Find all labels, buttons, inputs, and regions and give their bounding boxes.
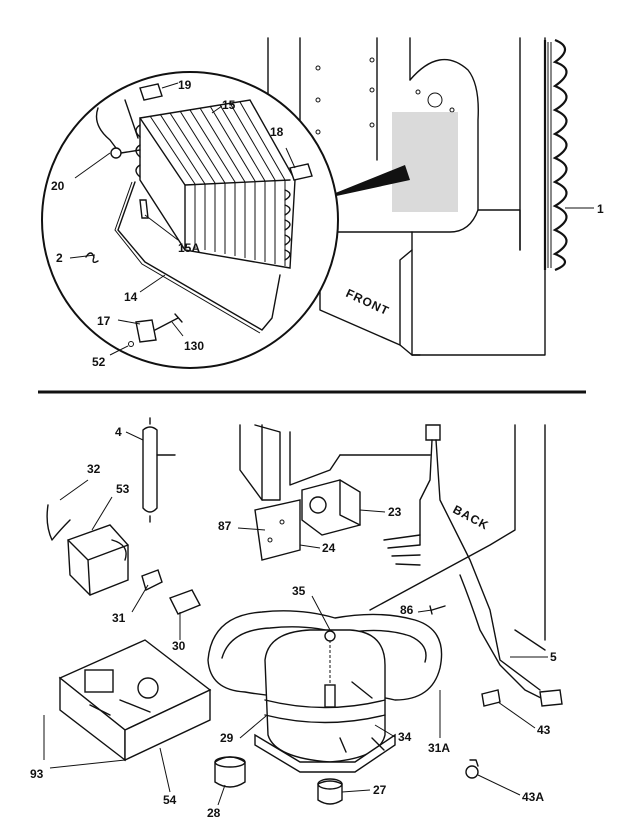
label-32: 32 xyxy=(87,462,101,476)
bracket-24 xyxy=(254,499,301,561)
label-28: 28 xyxy=(207,806,221,820)
label-27: 27 xyxy=(373,783,387,797)
label-15a: 15A xyxy=(178,241,200,255)
clip-31 xyxy=(141,569,163,592)
label-2: 2 xyxy=(56,251,63,265)
condenser-coil xyxy=(543,38,568,272)
label-23: 23 xyxy=(388,505,402,519)
evaporator-cover-19 xyxy=(139,83,163,101)
label-53: 53 xyxy=(116,482,130,496)
label-34: 34 xyxy=(398,730,412,744)
label-43: 43 xyxy=(537,723,551,737)
label-24: 24 xyxy=(322,541,336,555)
evaporator-coil xyxy=(135,99,296,269)
screw-130 xyxy=(154,313,183,331)
label-35: 35 xyxy=(292,584,306,598)
filter-drier-4 xyxy=(142,417,176,523)
sensor-20 xyxy=(95,99,141,159)
compressor-29 xyxy=(254,629,396,773)
control-box-54 xyxy=(58,639,212,762)
grommet-28 xyxy=(214,756,246,788)
label-4: 4 xyxy=(115,425,122,439)
wire-harness xyxy=(383,424,541,691)
plug xyxy=(539,689,563,707)
clip-43 xyxy=(481,689,501,707)
label-87: 87 xyxy=(218,519,232,533)
label-54: 54 xyxy=(163,793,177,807)
cord-clamp-43a xyxy=(465,759,479,779)
relay-53 xyxy=(67,524,129,596)
label-30: 30 xyxy=(172,639,186,653)
back-text: BACK xyxy=(451,502,492,533)
washer-52 xyxy=(128,341,134,347)
label-1: 1 xyxy=(597,202,604,216)
label-52: 52 xyxy=(92,355,106,369)
label-31: 31 xyxy=(112,611,126,625)
label-31a: 31A xyxy=(428,741,450,755)
label-43a: 43A xyxy=(522,790,544,804)
label-86: 86 xyxy=(400,603,414,617)
screw-86 xyxy=(429,605,446,615)
label-17: 17 xyxy=(97,314,111,328)
defrost-timer-23 xyxy=(301,479,361,536)
label-93: 93 xyxy=(30,767,44,781)
label-14: 14 xyxy=(124,290,138,304)
detail-projection-wedge xyxy=(318,165,410,200)
drain-part-15a xyxy=(139,199,149,219)
plate-17 xyxy=(135,319,157,343)
label-5: 5 xyxy=(550,650,557,664)
label-19: 19 xyxy=(178,78,192,92)
label-20: 20 xyxy=(51,179,65,193)
grommet-27 xyxy=(317,778,343,805)
wire-32 xyxy=(46,504,71,541)
label-29: 29 xyxy=(220,731,234,745)
label-18: 18 xyxy=(270,125,284,139)
label-130: 130 xyxy=(184,339,204,353)
label-15: 15 xyxy=(222,98,236,112)
clip-2 xyxy=(85,252,99,264)
cover-30 xyxy=(169,589,201,615)
power-cord-5 xyxy=(459,574,546,701)
block-18 xyxy=(289,163,313,181)
drain-tube-14 xyxy=(117,181,281,331)
front-text: FRONT xyxy=(344,286,392,318)
